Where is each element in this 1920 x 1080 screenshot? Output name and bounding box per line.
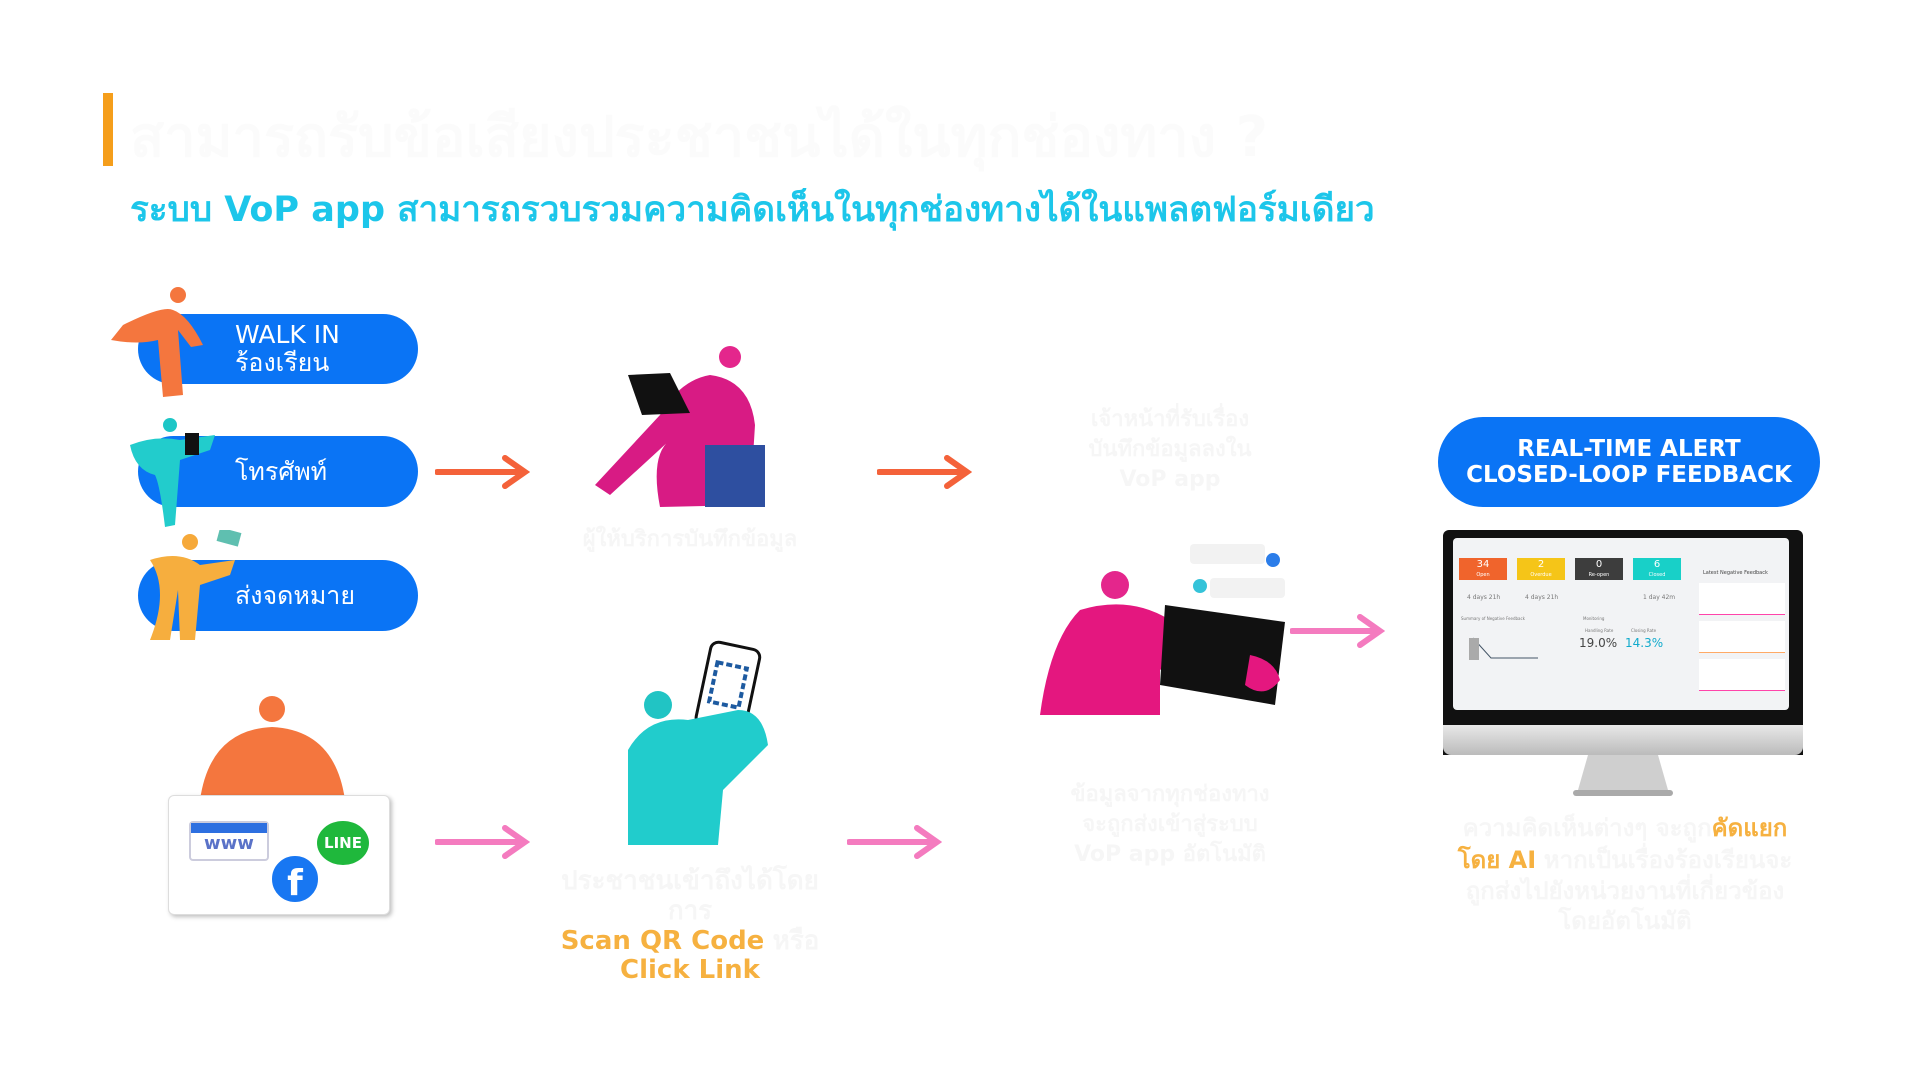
officer-step-text: ผู้ให้บริการบันทึกข้อมูล: [582, 527, 798, 552]
monitoring-title: Monitoring: [1583, 616, 1605, 621]
laptop-person-icon: [595, 346, 765, 507]
latest-feedback-title: Latest Negative Feedback: [1703, 570, 1768, 576]
letter-label: ส่งจดหมาย: [235, 580, 355, 610]
closing-label: Closing Rate: [1631, 628, 1657, 633]
channel-walk-in: WALK IN ร้องเรียน: [138, 314, 418, 384]
arrow-right-icon: [877, 455, 972, 489]
arrow-right-icon: [435, 825, 530, 859]
walk-in-label: WALK IN: [235, 320, 340, 349]
qr-phone-hand-icon: [628, 640, 768, 845]
time-closed: 1 day 42m: [1643, 594, 1676, 601]
handling-label: Handling Rate: [1585, 628, 1614, 633]
handling-rate: 19.0%: [1579, 636, 1618, 650]
online-person-icon: [200, 696, 345, 800]
tablet-step-line: จะถูกส่งเข้าสู่ระบบ: [1082, 812, 1258, 837]
vop-step-line: บันทึกข้อมูลลงใน: [1088, 437, 1252, 462]
click-link-text: Click Link: [620, 955, 760, 985]
facebook-icon: f: [269, 853, 321, 905]
alert-line: REAL-TIME ALERT: [1517, 436, 1741, 462]
page-subtitle: ระบบ VoP app สามารถรวบรวมความคิดเห็นในทุ…: [130, 190, 1375, 230]
summary-title: Summary of Negative Feedback: [1461, 616, 1525, 621]
phone-person-icon: [130, 418, 215, 527]
arrow-right-icon: [847, 825, 942, 859]
complaint-label: ร้องเรียน: [235, 348, 330, 377]
arrow-right-icon: [435, 455, 530, 489]
vop-step-line: เจ้าหน้าที่รับเรื่อง: [1090, 407, 1250, 432]
time-open: 4 days 21h: [1467, 594, 1501, 601]
closed-loop-line: CLOSED-LOOP FEEDBACK: [1466, 462, 1792, 488]
tablet-step-line: ข้อมูลจากทุกช่องทาง: [1070, 782, 1270, 807]
result-description: ความคิดเห็นต่างๆ จะถูกคัดแยก โดย AI หากเ…: [1457, 814, 1793, 935]
line-icon: LINE: [317, 821, 369, 865]
www-label: www: [204, 833, 254, 854]
phone-label: โทรศัพท์: [235, 456, 328, 486]
page-title: สามารถรับข้อเสียงประชาชนได้ในทุกช่องทาง …: [130, 105, 1269, 170]
walking-person-icon: [111, 287, 203, 397]
title-accent-bar: [103, 93, 113, 166]
highlight-ai: โดย AI: [1457, 846, 1537, 874]
closing-rate: 14.3%: [1625, 636, 1664, 650]
letter-person-icon: [150, 530, 242, 640]
realtime-alert-badge: REAL-TIME ALERT CLOSED-LOOP FEEDBACK: [1438, 417, 1820, 507]
scan-qr-text: Scan QR Code: [560, 926, 765, 956]
time-overdue: 4 days 21h: [1525, 594, 1559, 601]
tablet-person-icon: [1040, 544, 1285, 715]
tablet-step-line: VoP app อัตโนมัติ: [1074, 842, 1266, 867]
qr-step-prefix: ประชาชนเข้าถึงได้โดยการ: [561, 866, 819, 926]
vop-step-line: VoP app: [1119, 467, 1221, 492]
online-channels-card: www LINE f: [168, 795, 390, 915]
highlight-classify: คัดแยก: [1711, 814, 1788, 842]
qr-or-text: หรือ: [772, 926, 820, 956]
arrow-right-icon: [1290, 614, 1385, 648]
